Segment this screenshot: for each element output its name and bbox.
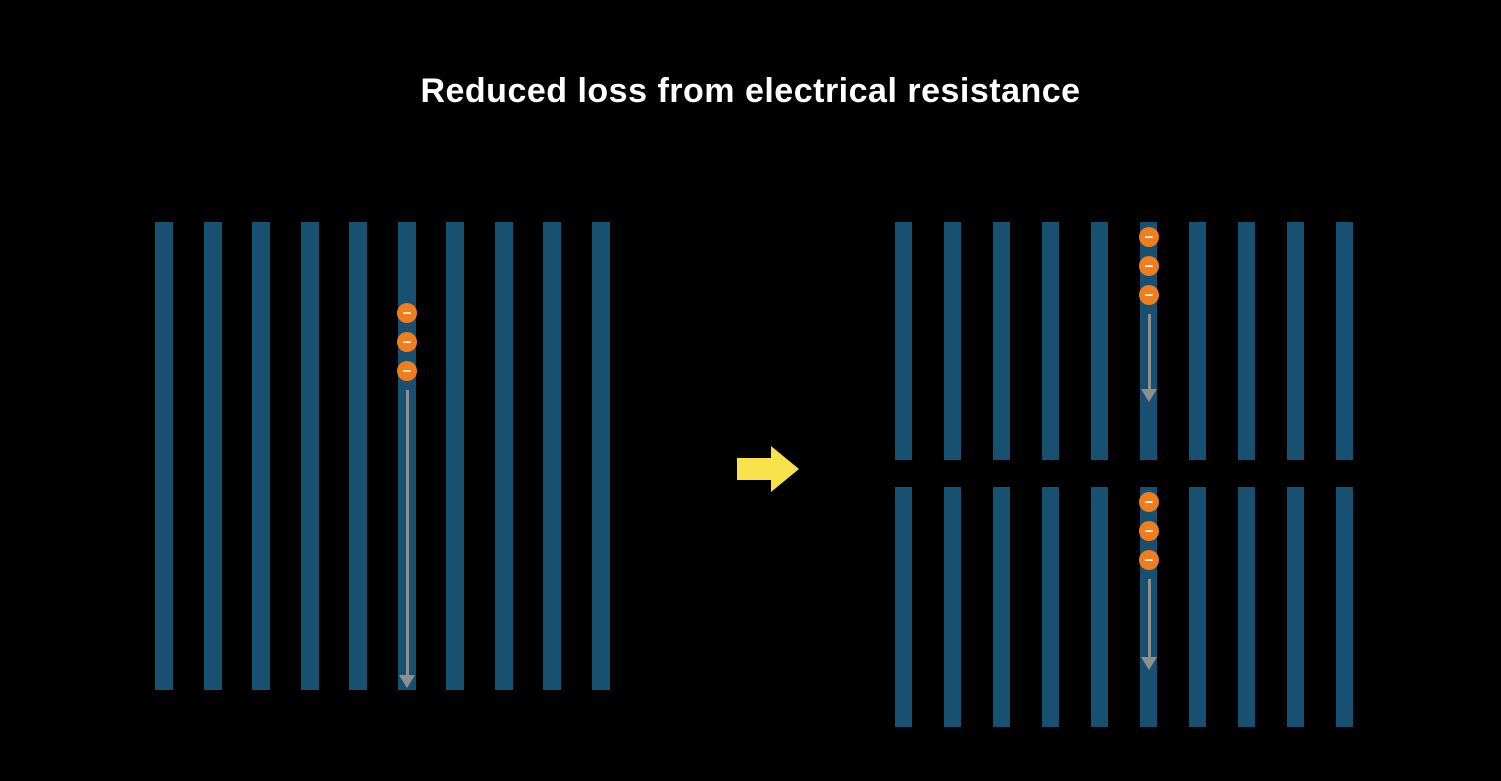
diagram-title: Reduced loss from electrical resistance [420,72,1081,110]
conductor-bar [203,222,222,690]
electron-flow-half-cell-bottom: − − − [1139,492,1159,670]
electron-icon: − [1139,256,1159,276]
conductor-bar [1336,487,1353,727]
transition-arrow-icon [737,446,799,492]
conductor-bar [1189,487,1206,727]
conductor-bar [1238,222,1255,460]
conductor-bar [1336,222,1353,460]
electron-icon: − [1139,492,1159,512]
full-cell-panel: − − − [155,222,610,690]
conductor-bar [895,487,912,727]
conductor-bar [1189,222,1206,460]
current-path-line [405,390,409,675]
conductor-bar [944,222,961,460]
conductor-bar [1287,487,1304,727]
conductor-bar [1042,222,1059,460]
conductor-bar [300,222,319,690]
electron-icon: − [397,361,417,381]
half-cell-top-panel: − − − [895,222,1353,460]
conductor-bar [993,487,1010,727]
down-arrow-icon [1141,657,1157,670]
conductor-bar [446,222,465,690]
electron-icon: − [1139,285,1159,305]
conductor-bar [349,222,368,690]
conductor-bar [591,222,610,690]
electron-stack: − − − [397,303,417,381]
electron-icon: − [1139,521,1159,541]
electron-stack: − − − [1139,492,1159,570]
conductor-bar [494,222,513,690]
electron-stack: − − − [1139,227,1159,305]
conductor-bar [993,222,1010,460]
conductor-bar [252,222,271,690]
conductor-bar [944,487,961,727]
conductor-bar [1091,487,1108,727]
current-path-line [1147,314,1151,389]
half-cell-bottom-panel: − − − [895,487,1353,727]
conductor-bar [1042,487,1059,727]
conductor-bar [155,222,173,690]
bar-group-full-cell [155,222,610,690]
electron-icon: − [397,332,417,352]
down-arrow-icon [1141,389,1157,402]
electron-icon: − [1139,550,1159,570]
electron-icon: − [397,303,417,323]
conductor-bar [895,222,912,460]
bar-group-half-cell-top [895,222,1353,460]
conductor-bar [1287,222,1304,460]
conductor-bar [1238,487,1255,727]
down-arrow-icon [399,675,415,688]
electron-icon: − [1139,227,1159,247]
bar-group-half-cell-bottom [895,487,1353,727]
current-path-line [1147,579,1151,657]
conductor-bar [543,222,562,690]
electron-flow-half-cell-top: − − − [1139,227,1159,402]
conductor-bar [1091,222,1108,460]
electron-flow-full-cell: − − − [397,303,417,688]
